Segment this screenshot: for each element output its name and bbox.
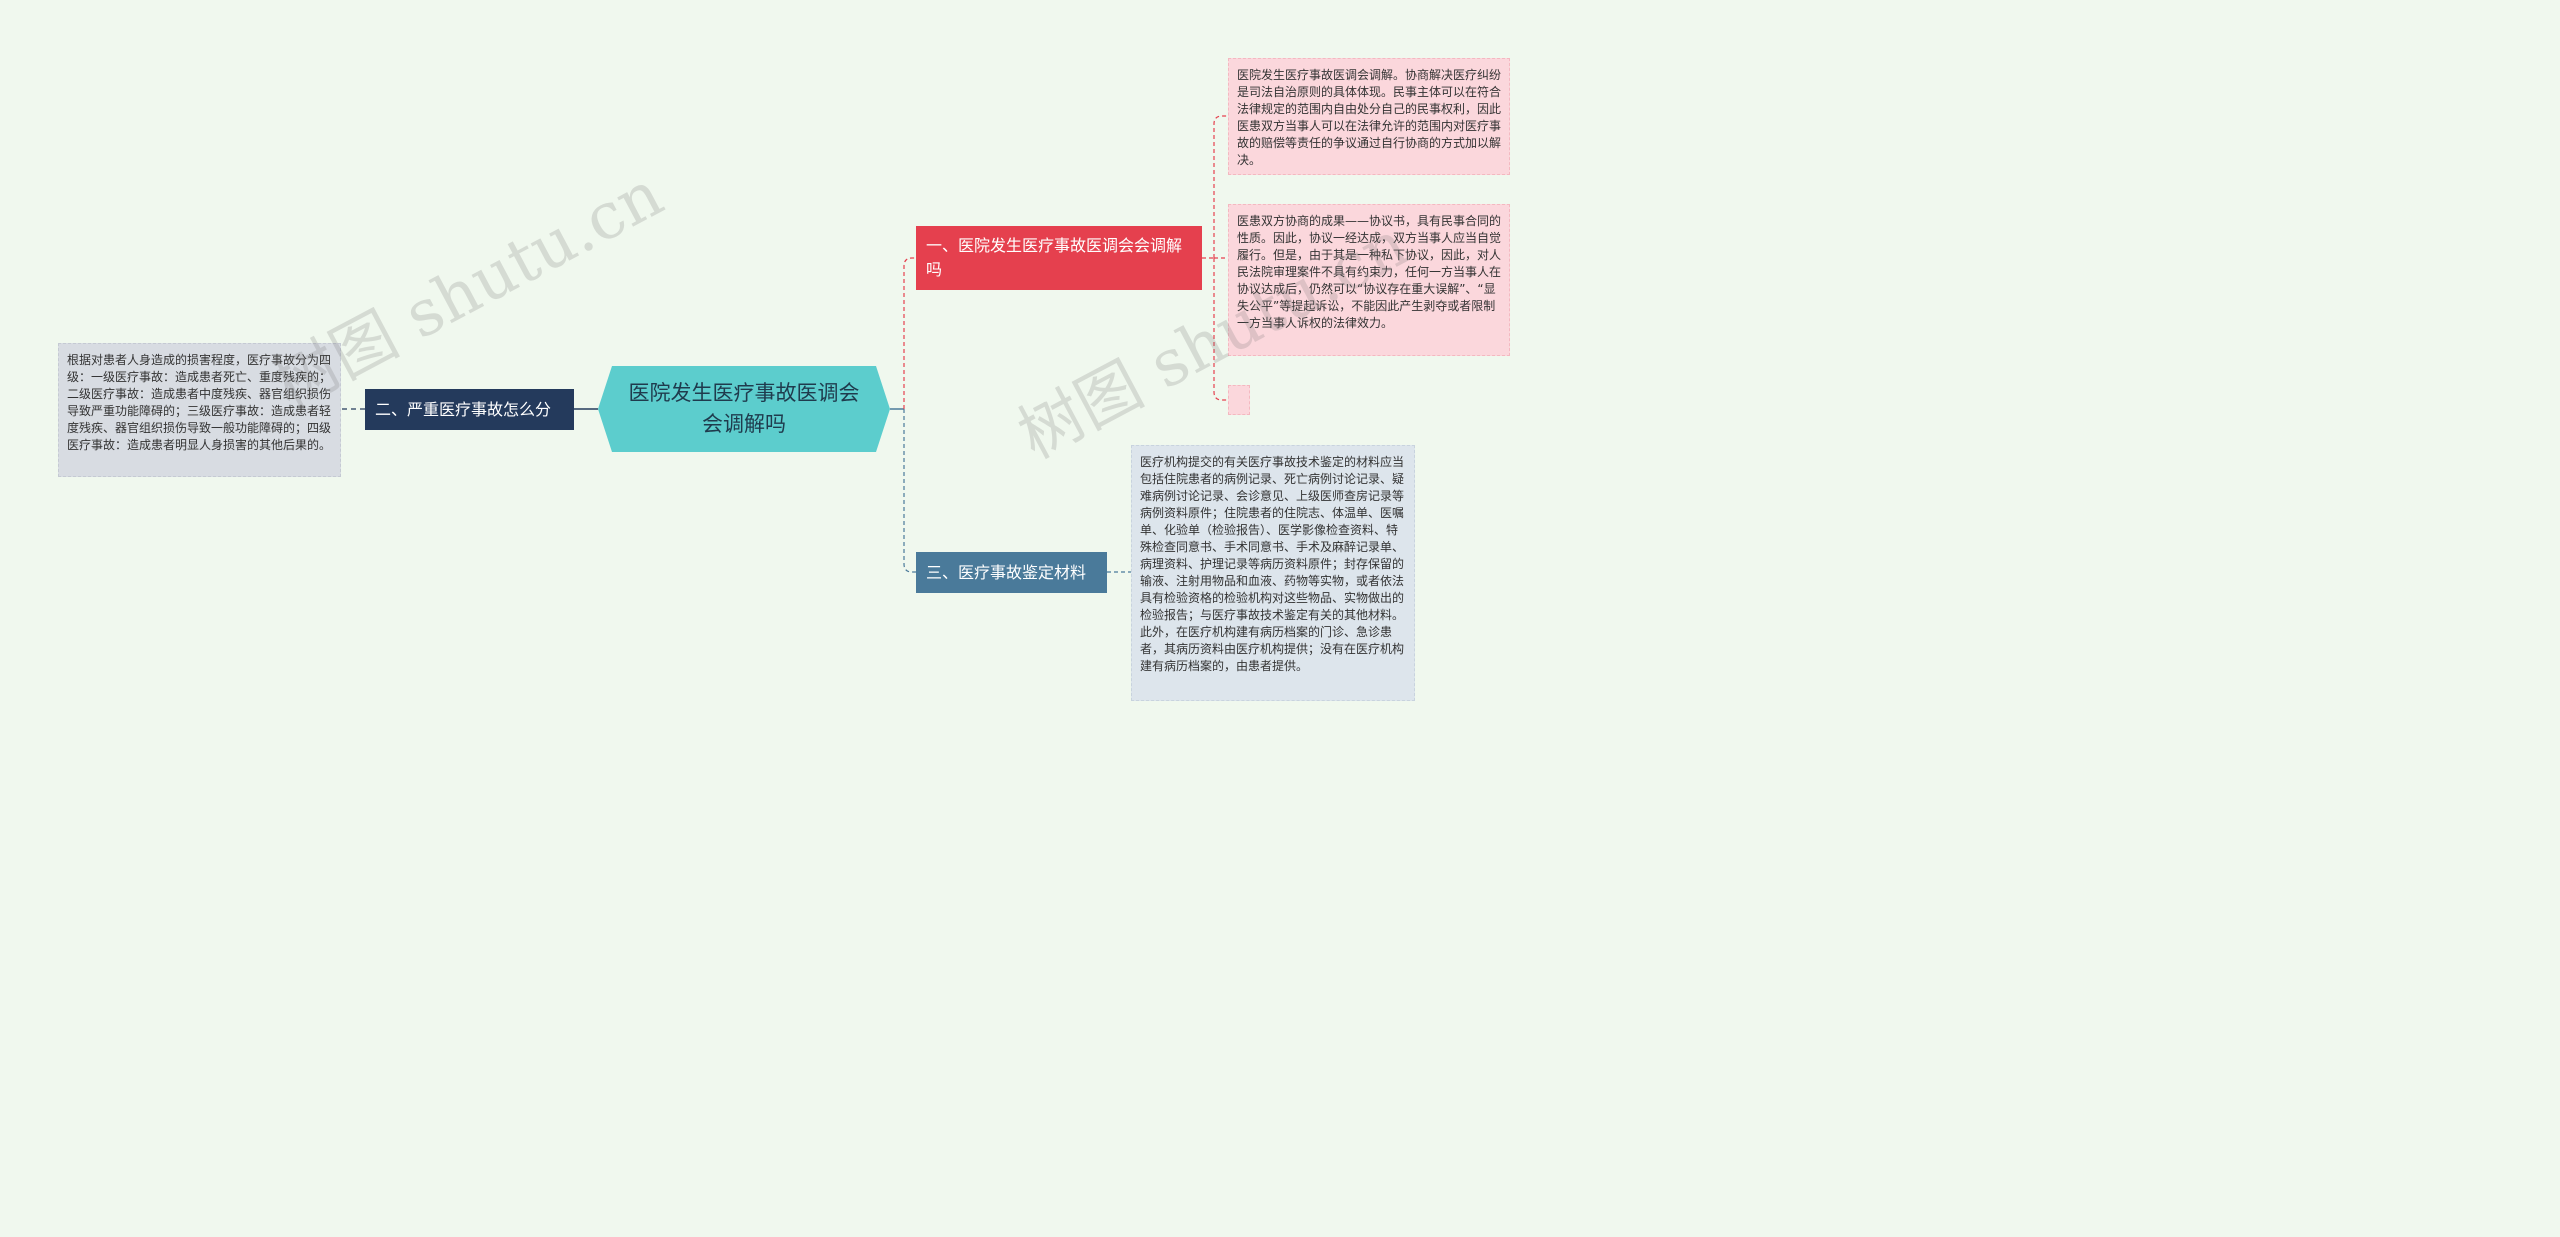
central-topic-label: 医院发生医疗事故医调会会调解吗 [628, 381, 860, 436]
connector-trunk-branch-3 [903, 409, 916, 573]
leaf-node-1-2[interactable]: 医患双方协商的成果——协议书，具有民事合同的性质。因此，协议一经达成，双方当事人… [1228, 204, 1510, 356]
leaf-node-3-1[interactable]: 医疗机构提交的有关医疗事故技术鉴定的材料应当包括住院患者的病例记录、死亡病例讨论… [1131, 445, 1415, 701]
connector-trunk-branch-1 [903, 257, 916, 409]
branch-node-1[interactable]: 一、医院发生医疗事故医调会会调解吗 [916, 226, 1202, 290]
branch-node-3[interactable]: 三、医疗事故鉴定材料 [916, 552, 1107, 593]
branch-1-label: 一、医院发生医疗事故医调会会调解吗 [926, 236, 1183, 279]
connector-lines [341, 115, 1228, 573]
leaf-node-2-1[interactable]: 根据对患者人身造成的损害程度，医疗事故分为四级：一级医疗事故：造成患者死亡、重度… [58, 343, 341, 477]
leaf-2-1-text: 根据对患者人身造成的损害程度，医疗事故分为四级：一级医疗事故：造成患者死亡、重度… [67, 353, 332, 452]
branch-2-label: 二、严重医疗事故怎么分 [375, 399, 552, 419]
central-topic[interactable]: 医院发生医疗事故医调会会调解吗 [598, 366, 890, 452]
branch-node-2[interactable]: 二、严重医疗事故怎么分 [365, 389, 574, 430]
branch-3-label: 三、医疗事故鉴定材料 [926, 562, 1087, 582]
connector-branch-1-leaf-1 [1213, 115, 1228, 258]
leaf-1-1-text: 医院发生医疗事故医调会调解。协商解决医疗纠纷是司法自治原则的具体体现。民事主体可… [1237, 68, 1502, 167]
leaf-1-2-text: 医患双方协商的成果——协议书，具有民事合同的性质。因此，协议一经达成，双方当事人… [1237, 214, 1502, 330]
leaf-3-1-text: 医疗机构提交的有关医疗事故技术鉴定的材料应当包括住院患者的病例记录、死亡病例讨论… [1140, 455, 1405, 673]
leaf-node-1-3-empty[interactable] [1228, 385, 1250, 415]
leaf-node-1-1[interactable]: 医院发生医疗事故医调会调解。协商解决医疗纠纷是司法自治原则的具体体现。民事主体可… [1228, 58, 1510, 175]
connector-branch-1-leaf-3 [1213, 258, 1228, 401]
